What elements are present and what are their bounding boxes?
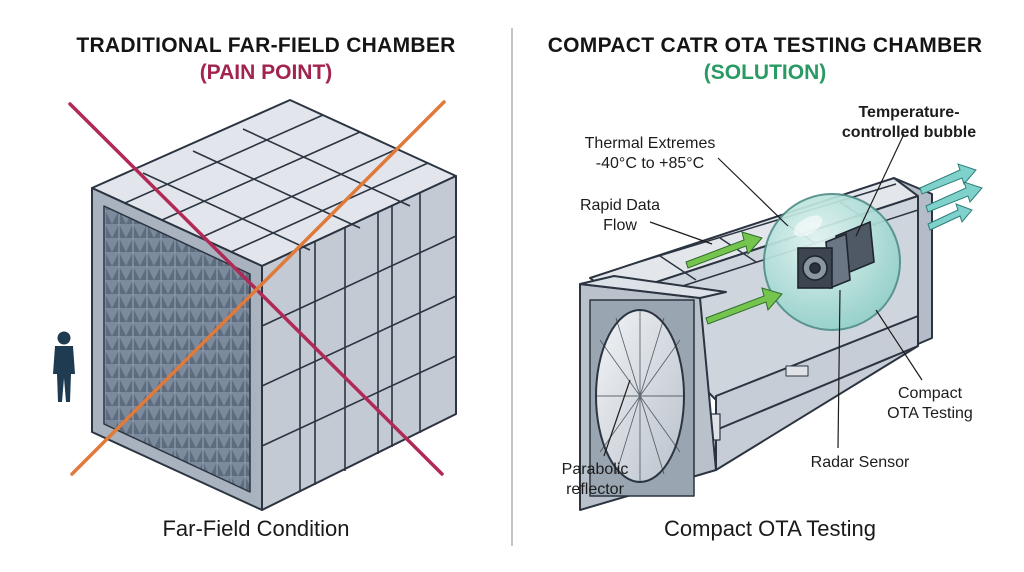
label-rapid-data-flow: Rapid Data Flow (572, 196, 668, 236)
label-compact-ota: Compact OTA Testing (870, 384, 990, 424)
red-cross-icon (68, 100, 446, 476)
label-parabolic-line1: Parabolic (561, 461, 629, 478)
panel-divider (511, 28, 513, 546)
right-title: COMPACT CATR OTA TESTING CHAMBER (547, 34, 983, 57)
label-temperature-bubble: Temperature- controlled bubble (834, 103, 984, 143)
label-thermal-line1: Thermal Extremes (584, 135, 716, 152)
label-compact-line1: Compact (897, 385, 963, 402)
label-temp-line2: controlled bubble (841, 124, 977, 141)
person-icon (53, 331, 75, 402)
label-radar-sensor: Radar Sensor (810, 454, 910, 471)
left-title: TRADITIONAL FAR-FIELD CHAMBER (76, 34, 456, 57)
label-thermal-extremes: Thermal Extremes -40°C to +85°C (570, 134, 730, 174)
left-subtitle: (PAIN POINT) (199, 61, 333, 84)
label-compact-line2: OTA Testing (887, 405, 973, 422)
left-caption: Far-Field Condition (162, 516, 350, 541)
label-thermal-line2: -40°C to +85°C (595, 155, 705, 172)
label-rapid-line2: Flow (603, 217, 637, 234)
label-rapid-line1: Rapid Data (579, 197, 661, 214)
label-parabolic-reflector: Parabolic reflector (550, 460, 640, 500)
exhaust-arrow-icon (919, 163, 983, 231)
label-temp-line1: Temperature- (858, 104, 960, 121)
radar-sensor-icon (797, 220, 875, 290)
green-arrow-icon (685, 231, 783, 325)
right-subtitle: (SOLUTION) (703, 61, 827, 84)
parabolic-reflector-icon (595, 309, 685, 483)
label-parabolic-line2: reflector (566, 481, 624, 498)
right-caption: Compact OTA Testing (664, 516, 876, 541)
callout-lines (603, 133, 923, 457)
